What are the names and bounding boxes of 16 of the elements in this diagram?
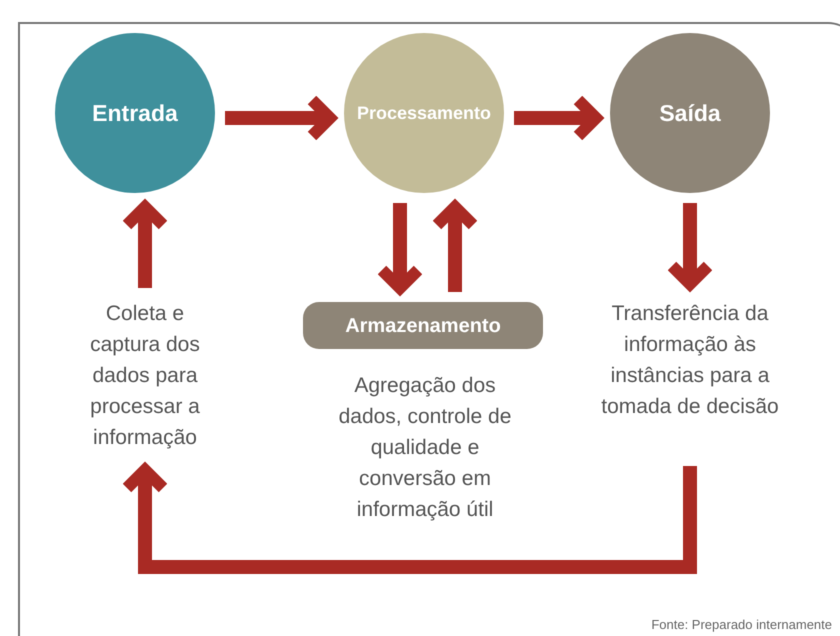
node-label: Transferência da informação às instâncias para a tomada de decisão [600,301,780,420]
source-note: Fonte: Preparado internamente [651,616,832,634]
node-label: Processamento [356,102,492,124]
arrow [514,94,602,142]
arrow [666,203,714,290]
node-label: Armazenamento [345,314,501,338]
node-label: Coleta e captura dos dados para processar a informação [89,301,201,451]
node-label: Agregação dos dados, controle de qualidade e conversão em informação útil [338,373,512,523]
storage-pill [303,302,543,349]
arrow [431,201,479,292]
arrow [376,203,424,294]
node-label: Entrada [92,98,178,128]
arrow [121,464,697,574]
node-label: Saída [659,98,721,128]
arrow [121,201,169,288]
arrow [225,94,336,142]
